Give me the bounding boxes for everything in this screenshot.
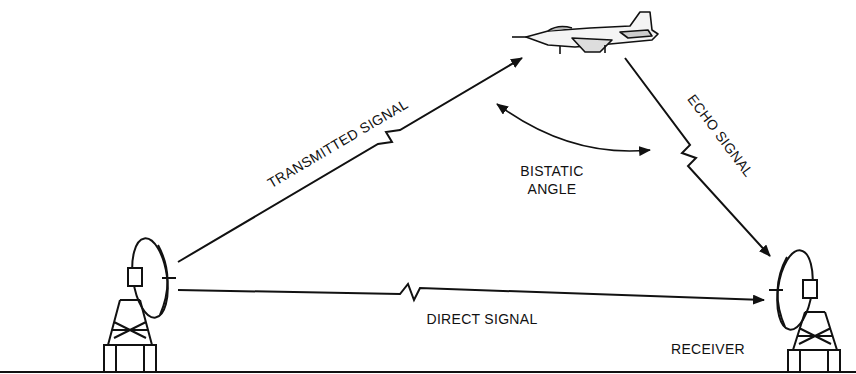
station-label: RECEIVER xyxy=(671,341,745,359)
direct-signal xyxy=(178,284,764,300)
receiver-antenna xyxy=(769,248,840,372)
signal-label: DIRECT SIGNAL xyxy=(427,311,538,329)
signal-label: ECHO SIGNAL xyxy=(683,91,757,181)
echo-signal xyxy=(625,58,770,256)
signal-label: TRANSMITTED SIGNAL xyxy=(265,96,412,193)
transmitter-antenna xyxy=(104,236,176,372)
bistatic-angle-arc xyxy=(497,104,650,151)
aircraft xyxy=(512,12,658,54)
transmitted-signal xyxy=(178,58,522,262)
angle-label: BISTATIC ANGLE xyxy=(512,163,592,198)
